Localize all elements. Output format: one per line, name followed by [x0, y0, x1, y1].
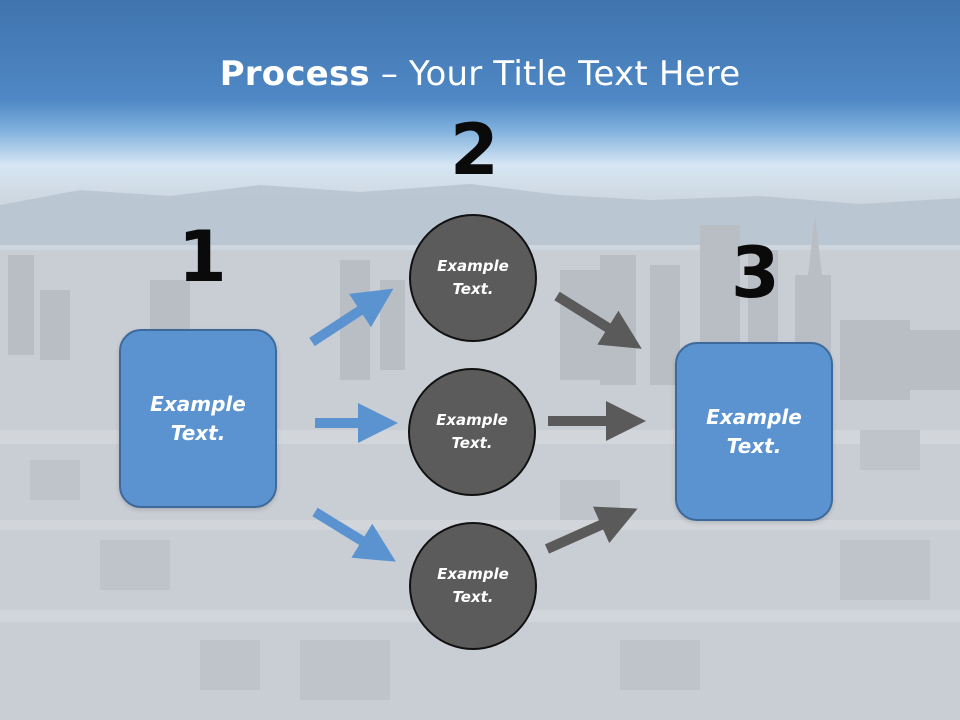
process-box-right: Example Text. — [675, 342, 833, 521]
arrow-right-icon — [309, 288, 394, 347]
arrow-right-icon — [312, 507, 396, 562]
slide-title: Process – Your Title Text Here — [0, 52, 960, 96]
process-box-left-label: Example Text. — [150, 391, 246, 445]
process-circle-top: Example Text. — [409, 214, 537, 342]
step-number-3: 3 — [731, 232, 780, 314]
arrow-right-icon — [544, 506, 638, 554]
process-circle-top-label: Example Text. — [437, 257, 509, 298]
arrow-right-icon — [554, 291, 642, 349]
title-rest: – Your Title Text Here — [369, 54, 741, 94]
title-bold: Process — [219, 54, 370, 94]
process-circle-bottom: Example Text. — [409, 522, 537, 650]
process-circle-bottom-label: Example Text. — [437, 565, 509, 606]
process-circle-middle: Example Text. — [408, 368, 536, 496]
step-number-1: 1 — [178, 216, 227, 298]
process-circle-middle-label: Example Text. — [436, 411, 508, 452]
process-box-left: Example Text. — [119, 329, 277, 508]
process-box-right-label: Example Text. — [706, 404, 802, 458]
step-number-2: 2 — [450, 109, 499, 191]
